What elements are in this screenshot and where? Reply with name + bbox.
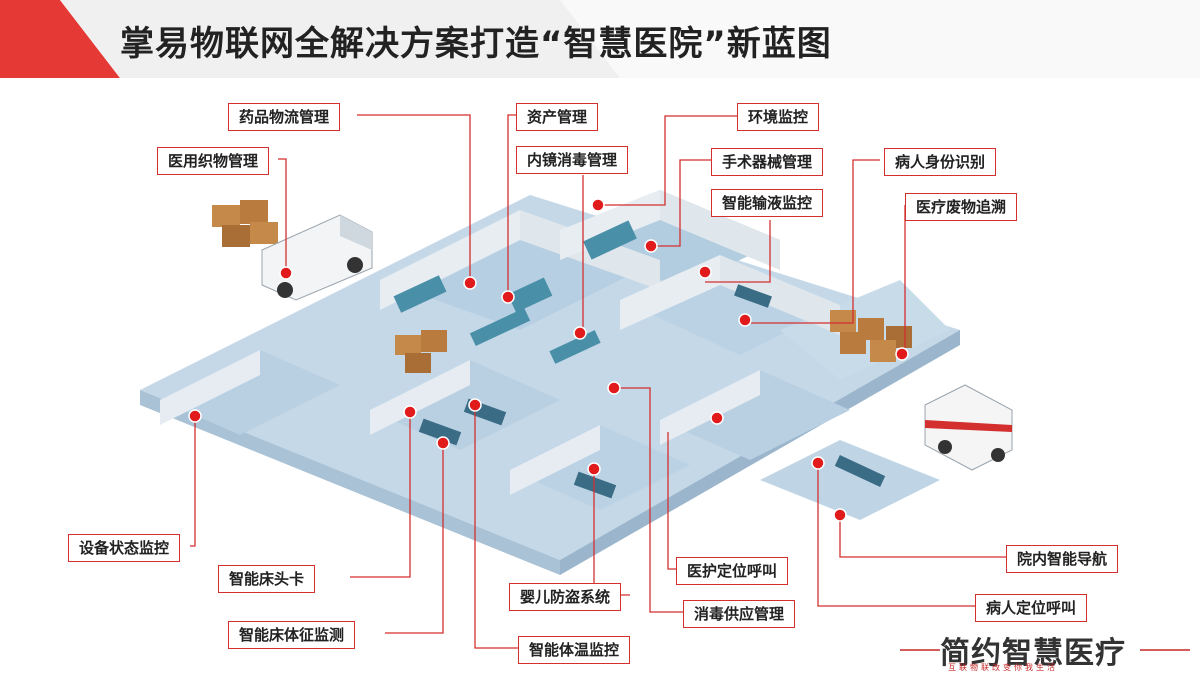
wall [660, 190, 780, 270]
marker-disinfect [607, 381, 621, 395]
label-endoscope-disinfection: 内镜消毒管理 [516, 146, 629, 174]
marker-endoscope [573, 326, 587, 340]
label-infant-anti-theft: 婴儿防盗系统 [509, 583, 622, 611]
marker-patient-id [738, 313, 752, 327]
carton-stack-drug [212, 200, 278, 247]
label-asset-management: 资产管理 [516, 103, 599, 131]
label-drug-logistics: 药品物流管理 [228, 103, 341, 131]
label-indoor-navigation: 院内智能导航 [1006, 545, 1119, 573]
carton-stack-ward [395, 330, 447, 373]
label-patient-identification: 病人身份识别 [884, 148, 997, 176]
marker-env [591, 198, 605, 212]
label-smart-bed-card: 智能床头卡 [218, 565, 316, 593]
marker-waste [895, 347, 909, 361]
marker-drug [463, 276, 477, 290]
title-band [0, 0, 1200, 78]
page-title: 掌易物联网全解决方案打造“智慧医院”新蓝图 [120, 24, 832, 64]
floor-edge-left [140, 390, 560, 575]
label-medical-waste-tracing: 医疗废物追溯 [905, 193, 1018, 221]
brand-name: 简约智慧医疗 [940, 636, 1126, 671]
marker-nurse [710, 411, 724, 425]
label-infusion-monitoring: 智能输液监控 [711, 189, 824, 217]
wall [370, 360, 470, 435]
label-equipment-status: 设备状态监控 [68, 534, 181, 562]
marker-temp [468, 398, 482, 412]
room-lobby [760, 440, 940, 520]
title-band-fade [560, 0, 1200, 78]
marker-navigate [833, 508, 847, 522]
wall [510, 425, 600, 495]
label-nurse-location-call: 医护定位呼叫 [676, 557, 789, 585]
label-disinfection-supply: 消毒供应管理 [683, 600, 796, 628]
marker-surgical [644, 239, 658, 253]
room-nurse-station [660, 370, 850, 460]
label-smart-temperature: 智能体温监控 [518, 636, 631, 664]
brand-underline [900, 649, 1190, 651]
ambulance [924, 384, 1013, 471]
brand-logo: 简约智慧医疗 互联物联改变你我生活 [900, 628, 1190, 672]
leader-lines [190, 114, 1006, 649]
wall [720, 255, 840, 335]
label-surgical-instruments: 手术器械管理 [711, 148, 824, 176]
room-ward [370, 360, 560, 450]
label-patient-location-call: 病人定位呼叫 [975, 594, 1088, 622]
marker-asset [501, 290, 515, 304]
red-corner-decoration [0, 0, 120, 78]
marker-patient-loc [811, 456, 825, 470]
wall [620, 255, 720, 330]
brand-slogan: 互联物联改变你我生活 [948, 663, 1058, 672]
marker-vital [436, 436, 450, 450]
marker-equip [188, 409, 202, 423]
wall [660, 370, 760, 445]
label-environment-monitoring: 环境监控 [737, 103, 820, 131]
label-medical-linen: 医用织物管理 [157, 147, 270, 175]
marker-bedcard [403, 405, 417, 419]
marker-infant [587, 462, 601, 476]
label-smart-bed-vitals: 智能床体征监测 [228, 621, 356, 649]
wall [380, 210, 520, 310]
marker-infusion [698, 265, 712, 279]
wall [160, 350, 260, 425]
equipment-racks [393, 220, 637, 364]
marker-linen [279, 266, 293, 280]
room-imaging [160, 350, 340, 435]
marker-dots [188, 198, 909, 522]
